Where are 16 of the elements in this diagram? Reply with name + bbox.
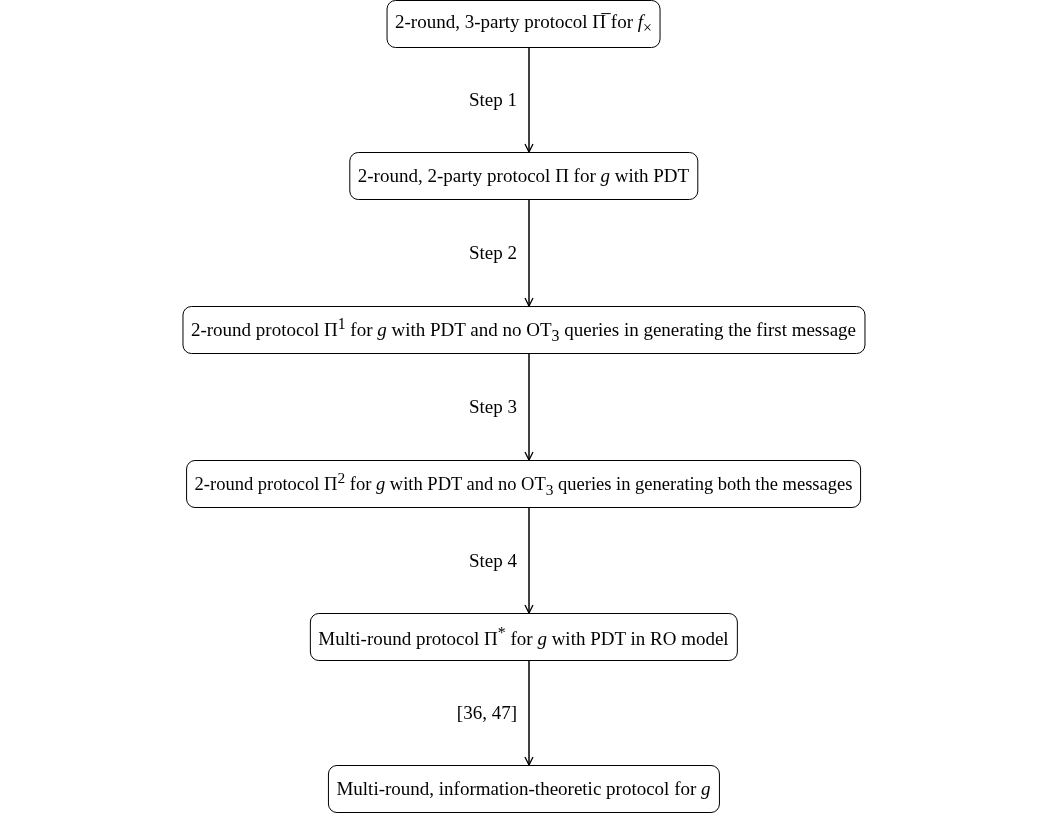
arrow (524, 660, 534, 766)
arrow (524, 47, 534, 153)
process-box: 2-round, 3-party protocol Π̅ for f$_{×}$ (386, 0, 661, 48)
edge-label: [36, 47] (456, 702, 517, 724)
process-box: Multi-round, information-theoretic protocol for g (327, 765, 720, 813)
edge-label: Step 1 (468, 89, 517, 111)
process-box: Multi-round protocol Π$^{*}$ for g with PDT in RO model (309, 613, 738, 661)
process-box: 2-round, 2-party protocol Π for g with PDT (348, 152, 699, 200)
process-box: 2-round protocol Π$^{1}$ for g with PDT and no OT$_{3}$ queries in generating the first message (181, 306, 866, 354)
process-box: 2-round protocol Π$^{2}$ for g with PDT and no OT$_{3}$ queries in generating both the messages (185, 460, 862, 508)
arrow (524, 353, 534, 461)
edge-label: Step 4 (468, 549, 517, 572)
edge-label: Step 2 (468, 242, 517, 264)
arrow (524, 507, 534, 614)
arrow (524, 199, 534, 307)
edge-label: Step 3 (468, 396, 517, 418)
